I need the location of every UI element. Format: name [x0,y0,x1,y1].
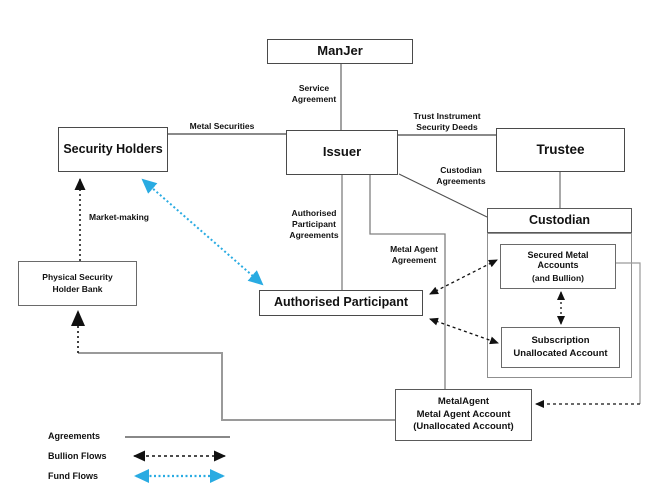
label-apagr-line3: Agreements [289,230,339,241]
label-custagr-line1: Custodian [440,165,482,175]
node-custodian: Custodian [487,208,632,233]
label-apagr-line1: Authorised [291,208,337,218]
label-metal-securities: Metal Securities [190,121,255,132]
node-issuer: Issuer [286,130,398,175]
node-manjer: ManJer [267,39,413,64]
metal-agent-line3: (Unallocated Account) [413,421,514,433]
physical-bank-line1: Physical Security [42,272,113,283]
label-market-making-text: Market-making [89,212,149,222]
secured-metal-line3: (and Bullion) [532,273,584,284]
subscription-line2: Unallocated Account [513,347,608,359]
node-custodian-label: Custodian [528,212,591,227]
node-secured-metal-accounts: Secured Metal Accounts (and Bullion) [500,244,616,289]
node-metal-agent-account: MetalAgent Metal Agent Account (Unalloca… [395,389,532,441]
edge-metal-agent-agreement-line [369,175,446,389]
label-trust-line1: Trust Instrument [413,111,481,121]
label-maa-line1: Metal Agent [390,244,438,254]
label-trust-line2: Security Deeds [416,122,478,133]
metal-agent-line2: Metal Agent Account [416,408,511,420]
label-metal-securities-text: Metal Securities [189,121,255,131]
node-authorised-participant: Authorised Participant [259,290,423,316]
label-service-agreement: Service Agreement [292,83,336,105]
node-physical-security-holder-bank: Physical Security Holder Bank [18,261,137,306]
node-issuer-label: Issuer [322,144,362,160]
secured-metal-line1: Secured Metal [527,249,589,260]
legend-agreements-label: Agreements [48,431,101,441]
label-apagr-line2: Participant [292,219,336,230]
legend-bullion-flows-label: Bullion Flows [48,451,107,461]
legend-fund-flows-label: Fund Flows [48,471,98,481]
label-custagr-line2: Agreements [436,176,486,187]
label-trust-instrument: Trust Instrument Security Deeds [413,111,480,133]
fund-flow-arrow-sh-ap [141,178,264,286]
node-subscription-unallocated: Subscription Unallocated Account [501,327,620,368]
label-ap-agreements: Authorised Participant Agreements [289,208,338,241]
metal-agent-line1: MetalAgent [437,395,490,407]
label-custodian-agreements: Custodian Agreements [436,165,485,187]
label-service-line2: Agreement [291,94,337,105]
label-service-line1: Service [298,83,330,93]
label-maa-line2: Agreement [391,255,437,266]
label-market-making: Market-making [89,212,149,223]
physical-bank-line2: Holder Bank [52,283,103,294]
node-manjer-label: ManJer [317,43,363,59]
node-security-holders: Security Holders [58,127,168,172]
node-authorised-participant-label: Authorised Participant [273,295,409,310]
secured-metal-line2: Accounts [537,260,579,271]
node-security-holders-label: Security Holders [63,141,163,156]
label-metal-agent-agreement: Metal Agent Agreement [390,244,438,266]
node-trustee: Trustee [496,128,625,172]
node-trustee-label: Trustee [536,141,585,157]
subscription-line1: Subscription [531,334,590,346]
edge-bank-to-metal-agent-line [78,352,395,421]
